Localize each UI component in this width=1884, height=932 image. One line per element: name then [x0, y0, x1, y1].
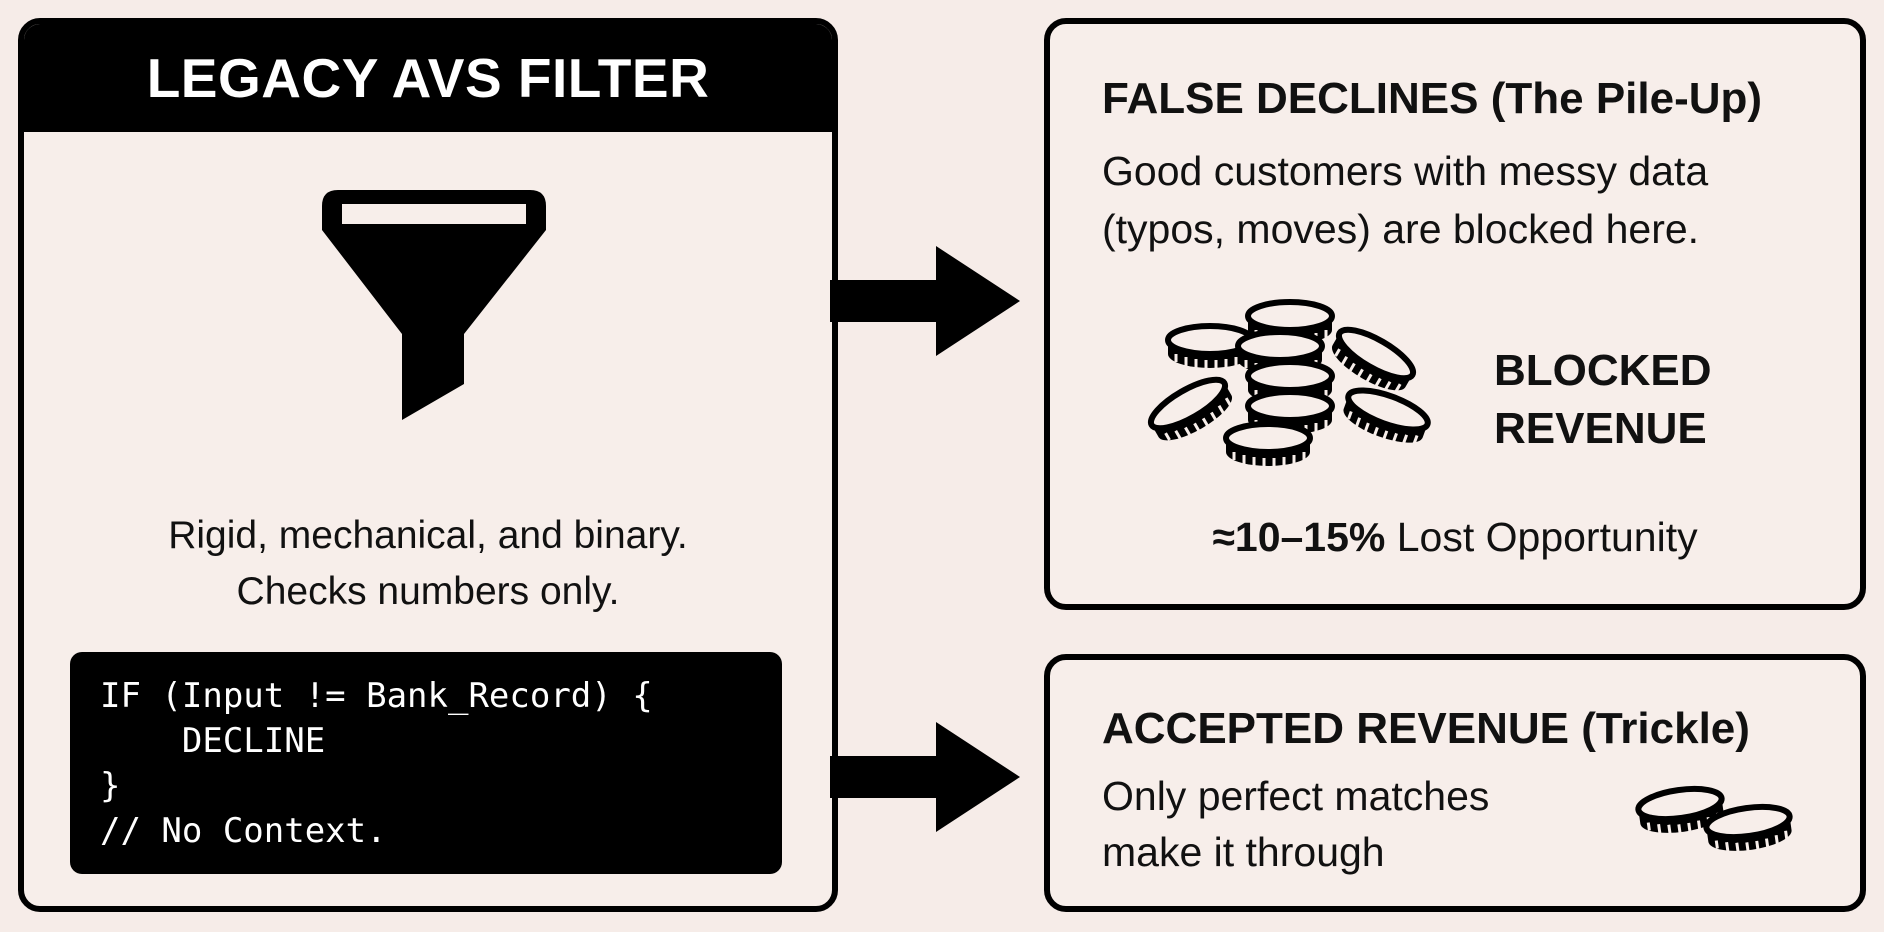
- description-line: Good customers with messy data: [1102, 148, 1709, 194]
- blocked-label-line: BLOCKED: [1494, 346, 1712, 395]
- legacy-filter-title: LEGACY AVS FILTER: [24, 24, 832, 132]
- description-line: Only perfect matches: [1102, 773, 1490, 819]
- arrow-right-icon: [830, 246, 1020, 356]
- description-line: Checks numbers only.: [236, 570, 620, 613]
- funnel-icon: [322, 190, 546, 420]
- accepted-revenue-description: Only perfect matches make it through: [1102, 768, 1489, 880]
- accepted-revenue-title: ACCEPTED REVENUE (Trickle): [1102, 704, 1750, 753]
- coin-pile-icon: [1140, 292, 1460, 492]
- description-line: Rigid, mechanical, and binary.: [168, 514, 688, 557]
- legacy-filter-description: Rigid, mechanical, and binary. Checks nu…: [24, 508, 832, 620]
- false-declines-panel: FALSE DECLINES (The Pile-Up) Good custom…: [1044, 18, 1866, 610]
- lost-opportunity-text: Lost Opportunity: [1385, 514, 1698, 560]
- code-line: }: [100, 766, 121, 806]
- false-declines-title: FALSE DECLINES (The Pile-Up): [1102, 74, 1763, 123]
- two-coins-icon: [1618, 770, 1818, 870]
- legacy-avs-filter-panel: LEGACY AVS FILTER Rigid, mechanical, and…: [18, 18, 838, 912]
- blocked-revenue-label: BLOCKED REVENUE: [1494, 342, 1712, 458]
- code-block: IF (Input != Bank_Record) { DECLINE } //…: [70, 652, 782, 874]
- code-line: DECLINE: [100, 721, 326, 761]
- code-line: // No Context.: [100, 811, 387, 851]
- accepted-revenue-panel: ACCEPTED REVENUE (Trickle) Only perfect …: [1044, 654, 1866, 912]
- lost-opportunity-line: ≈10–15% Lost Opportunity: [1050, 514, 1860, 561]
- lost-percentage: ≈10–15%: [1212, 514, 1386, 560]
- code-line: IF (Input != Bank_Record) {: [100, 676, 653, 716]
- description-line: (typos, moves) are blocked here.: [1102, 206, 1700, 252]
- description-line: make it through: [1102, 829, 1385, 875]
- false-declines-description: Good customers with messy data (typos, m…: [1102, 142, 1708, 258]
- blocked-label-line: REVENUE: [1494, 404, 1707, 453]
- arrow-right-icon: [830, 722, 1020, 832]
